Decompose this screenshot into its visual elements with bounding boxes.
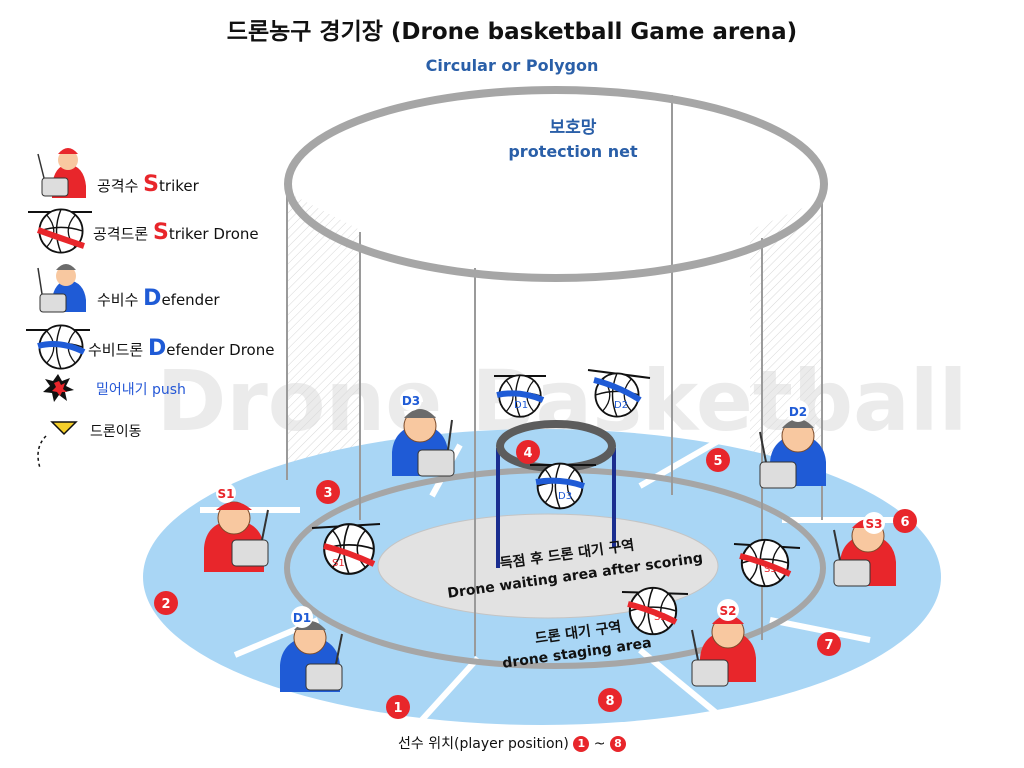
legend-defender-drone-letter: D xyxy=(147,336,167,361)
svg-text:2: 2 xyxy=(161,597,170,612)
player-s2: S2 xyxy=(691,599,756,687)
svg-text:D1: D1 xyxy=(514,400,528,411)
legend-striker-drone-icon xyxy=(28,208,92,254)
legend-defender-ko: 수비수 xyxy=(97,291,144,309)
legend-push-label: 밀어내기 push xyxy=(96,382,186,398)
svg-text:5: 5 xyxy=(713,454,722,469)
svg-text:8: 8 xyxy=(605,694,614,709)
footer-start-badge: 1 xyxy=(573,736,590,752)
svg-text:6: 6 xyxy=(900,515,909,530)
player-d2: D2 xyxy=(759,400,826,489)
position-badge-4: 4 xyxy=(516,440,540,464)
drone-s1: S1 xyxy=(311,523,381,575)
position-badge-7: 7 xyxy=(817,632,841,656)
svg-text:S1: S1 xyxy=(218,487,235,501)
svg-text:S1: S1 xyxy=(332,558,345,569)
legend-striker-ko: 공격수 xyxy=(97,177,144,195)
legend-defender-letter: D xyxy=(143,286,162,311)
legend-striker-drone-letter: S xyxy=(152,220,169,245)
arena-shape-subtitle: Circular or Polygon xyxy=(425,56,599,75)
legend-defender-label: 수비수 Defender xyxy=(97,286,220,311)
svg-text:D1: D1 xyxy=(293,611,311,625)
legend-move-label: 드론이동 xyxy=(90,424,142,440)
position-badge-6: 6 xyxy=(893,509,917,533)
drone-d2: D2 xyxy=(587,369,651,418)
svg-text:D2: D2 xyxy=(614,400,628,411)
net-label-ko: 보호망 xyxy=(550,118,597,138)
push-icon xyxy=(43,374,74,402)
svg-text:D3: D3 xyxy=(558,491,572,502)
legend-striker-label: 공격수 Striker xyxy=(97,172,199,197)
drone-d3: D3 xyxy=(530,462,596,510)
legend-striker-rest: triker xyxy=(159,177,199,195)
net-label-en: protection net xyxy=(508,142,638,161)
position-badge-5: 5 xyxy=(706,448,730,472)
footer-end-badge: 8 xyxy=(609,736,626,752)
svg-text:S3: S3 xyxy=(764,564,777,575)
player-d1: D1 xyxy=(280,606,343,692)
drone-s2: S2 xyxy=(621,586,689,636)
svg-text:S3: S3 xyxy=(866,517,883,531)
legend-striker-letter: S xyxy=(143,172,160,197)
svg-text:S2: S2 xyxy=(654,612,667,623)
move-arrow-icon xyxy=(37,421,78,469)
legend-striker-drone-label: 공격드론 Striker Drone xyxy=(93,220,259,245)
legend-defender-drone-icon xyxy=(26,324,90,370)
position-badge-3: 3 xyxy=(316,480,340,504)
top-ring xyxy=(284,86,828,282)
footer-caption: 선수 위치(player position) 1 ~ 8 xyxy=(0,733,1024,753)
net-panel-left xyxy=(287,192,360,480)
legend-defender-drone-ko: 수비드론 xyxy=(88,341,148,359)
footer-separator: ~ xyxy=(589,736,610,752)
position-badge-8: 8 xyxy=(598,688,622,712)
legend-striker-icon xyxy=(37,148,86,198)
player-d3: D3 xyxy=(392,389,455,477)
drone-s3: S3 xyxy=(733,538,801,588)
legend-striker-drone-rest: triker Drone xyxy=(168,225,259,243)
svg-text:7: 7 xyxy=(824,638,833,653)
svg-text:1: 1 xyxy=(393,701,402,716)
legend-defender-drone-label: 수비드론 Defender Drone xyxy=(88,336,274,361)
svg-text:S2: S2 xyxy=(720,604,737,618)
player-s1: S1 xyxy=(204,483,269,572)
footer-text: 선수 위치(player position) xyxy=(398,736,574,752)
svg-text:D2: D2 xyxy=(789,405,807,419)
svg-text:3: 3 xyxy=(323,486,332,501)
legend-defender-rest: efender xyxy=(161,291,220,309)
drone-d1: D1 xyxy=(494,374,546,418)
legend-defender-drone-rest: efender Drone xyxy=(166,341,275,359)
position-badge-2: 2 xyxy=(154,591,178,615)
legend-striker-drone-ko: 공격드론 xyxy=(93,225,153,243)
position-badge-1: 1 xyxy=(386,695,410,719)
page-title: 드론농구 경기장 (Drone basketball Game arena) xyxy=(226,19,798,45)
legend-defender-icon xyxy=(37,264,86,313)
svg-text:D3: D3 xyxy=(402,394,420,408)
player-s3: S3 xyxy=(833,512,896,587)
svg-text:4: 4 xyxy=(523,446,532,461)
